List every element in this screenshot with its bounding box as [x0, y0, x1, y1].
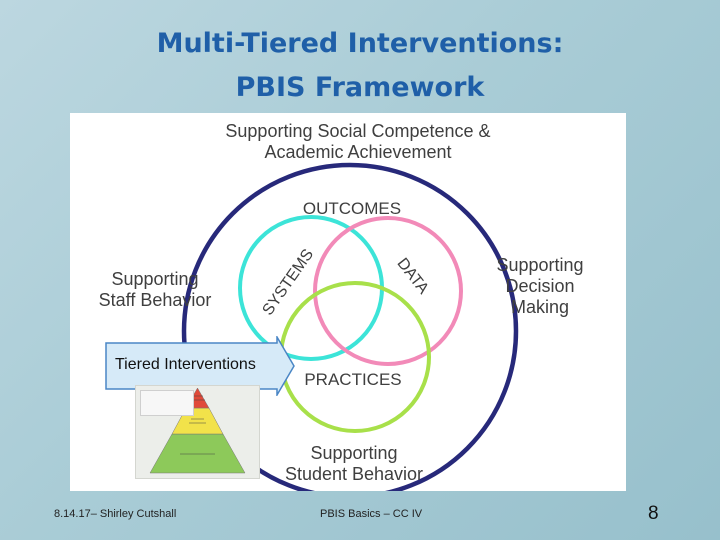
outer-circle — [181, 162, 519, 491]
bottom-label-line-1: Supporting — [310, 443, 397, 463]
right-label-line-1: Supporting — [496, 255, 583, 275]
callout-arrow-shape — [105, 336, 295, 396]
top-label-line-2: Academic Achievement — [264, 142, 451, 162]
page-number: 8 — [648, 503, 659, 524]
pyramid-tier-bottom — [149, 433, 246, 474]
data-label: DATA — [393, 255, 431, 297]
data-circle — [313, 216, 463, 366]
thumbnail-legend-box — [140, 390, 194, 416]
right-label-line-3: Making — [511, 297, 569, 317]
left-label-line-1: Supporting — [111, 269, 198, 289]
left-label-line-2: Staff Behavior — [99, 290, 212, 310]
outcomes-label: OUTCOMES — [303, 199, 401, 218]
pbis-diagram-svg: Supporting Social Competence & Academic … — [99, 121, 584, 491]
slide-title-line-2: PBIS Framework — [235, 72, 485, 103]
slide-title-line-1: Multi-Tiered Interventions: — [156, 28, 564, 59]
top-label-line-1: Supporting Social Competence & — [225, 121, 490, 141]
tier-pyramid — [149, 387, 246, 474]
callout-arrow — [105, 336, 295, 396]
slide-title: Multi-Tiered Interventions: PBIS Framewo… — [0, 22, 720, 110]
systems-label: SYSTEMS — [259, 246, 317, 318]
bottom-label-line-2: Student Behavior — [285, 464, 423, 484]
tier-pyramid-thumbnail — [135, 385, 260, 479]
footer-author-date: 8.14.17– Shirley Cutshall — [54, 508, 177, 520]
right-label-line-2: Decision — [505, 276, 574, 296]
tiered-interventions-callout: Tiered Interventions — [105, 336, 295, 396]
practices-label: PRACTICES — [304, 370, 401, 389]
footer-course: PBIS Basics – CC IV — [320, 508, 423, 520]
callout-label: Tiered Interventions — [115, 356, 256, 373]
